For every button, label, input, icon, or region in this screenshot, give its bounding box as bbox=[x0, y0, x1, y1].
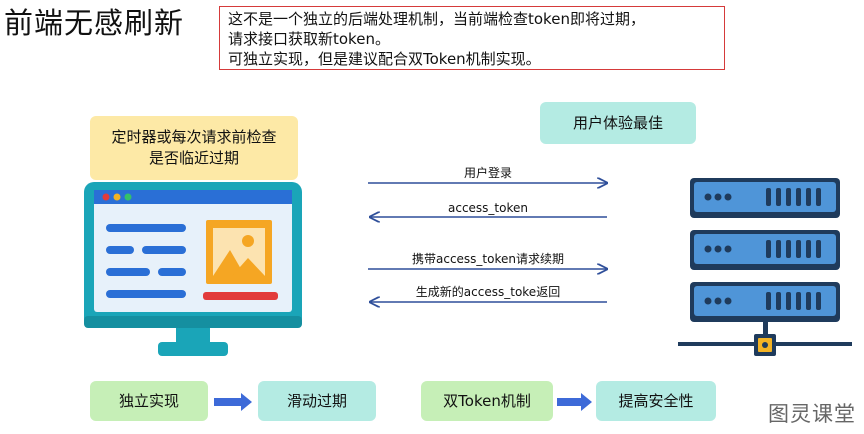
flow-label-new-token: 生成新的access_toke返回 bbox=[415, 285, 561, 299]
client-note-line-1: 定时器或每次请求前检查 bbox=[111, 128, 277, 146]
client-check-note: 定时器或每次请求前检查 是否临近过期 bbox=[90, 116, 298, 180]
monitor-icon bbox=[84, 182, 302, 356]
client-note-line-2: 是否临近过期 bbox=[148, 149, 239, 167]
page-title: 前端无感刷新 bbox=[4, 6, 185, 40]
watermark: 图灵课堂 bbox=[768, 402, 856, 426]
box-sliding-expiry: 滑动过期 bbox=[258, 381, 376, 421]
box-improve-security: 提高安全性 bbox=[596, 381, 716, 421]
flow-label-access-token: access_token bbox=[448, 201, 528, 215]
image-icon bbox=[206, 220, 272, 284]
flow-label-login: 用户登录 bbox=[463, 166, 513, 180]
note-line-1: 这不是一个独立的后端处理机制，当前端检查token即将过期， bbox=[228, 10, 645, 28]
description-note: 这不是一个独立的后端处理机制，当前端检查token即将过期， 请求接口获取新to… bbox=[219, 6, 725, 70]
arrow-right-icon bbox=[557, 393, 592, 411]
server-rack-icon bbox=[678, 178, 852, 356]
arrow-right-icon bbox=[214, 393, 252, 411]
server-ux-note: 用户体验最佳 bbox=[540, 102, 696, 144]
flow-label-renew-request: 携带access_token请求续期 bbox=[412, 252, 564, 266]
box-standalone: 独立实现 bbox=[90, 381, 208, 421]
box-dual-token: 双Token机制 bbox=[421, 381, 553, 421]
note-line-2: 请求接口获取新token。 bbox=[228, 30, 390, 48]
note-line-3: 可独立实现，但是建议配合双Token机制实现。 bbox=[228, 50, 541, 68]
